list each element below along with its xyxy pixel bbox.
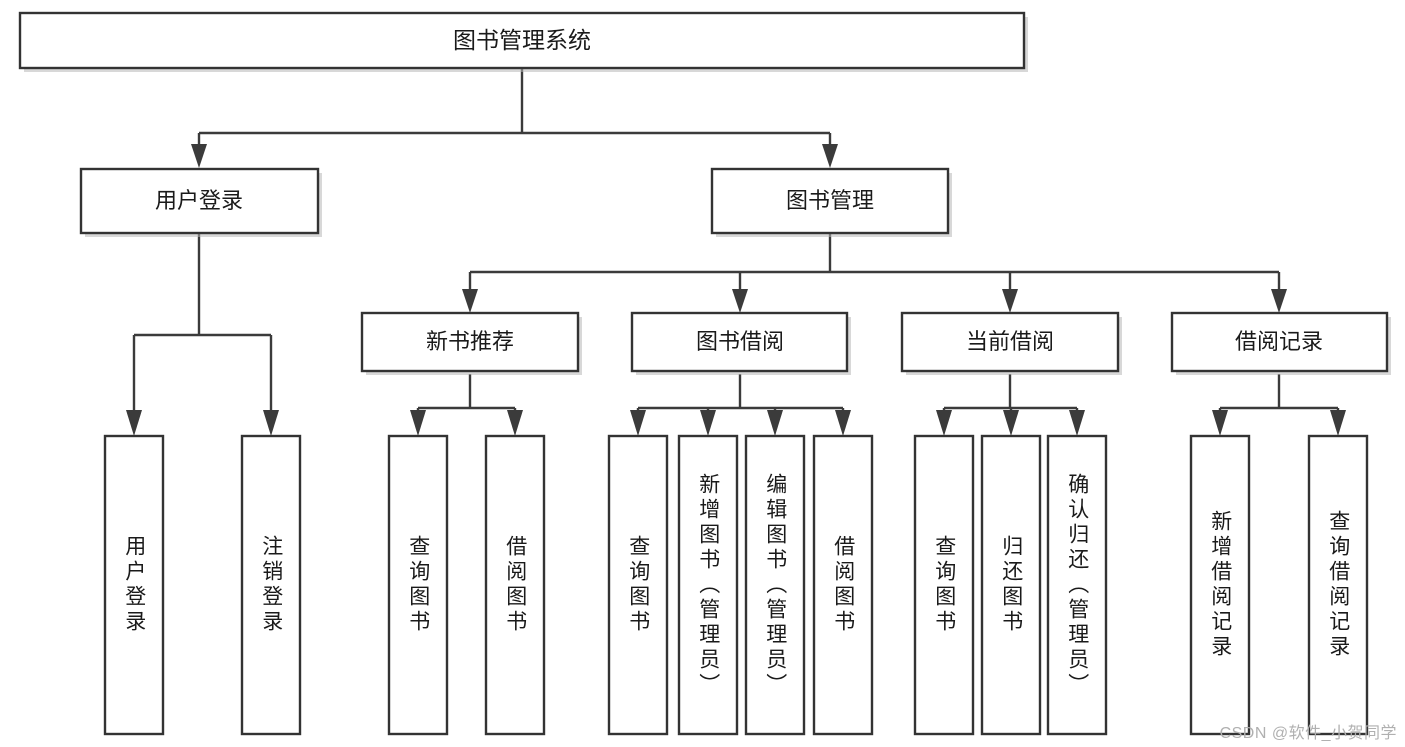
leaf-box-logout-login[interactable] [240, 434, 302, 736]
connector-group [126, 69, 1346, 436]
arrow-to-leaf-borrow-book-2 [835, 410, 851, 436]
node-book-manage-label: 图书管理 [786, 188, 874, 213]
leaf-box-borrow-book-1[interactable] [484, 434, 546, 736]
node-root-label: 图书管理系统 [453, 27, 591, 53]
leaf-box-edit-book[interactable] [744, 434, 806, 736]
leaf-boxes-group [103, 434, 1369, 736]
arrow-to-user-login [191, 144, 207, 168]
csdn-watermark: CSDN @软件_小贺同学 [1219, 725, 1397, 742]
node-user-login-label: 用户登录 [155, 188, 243, 213]
arrow-to-borrow-record [1271, 289, 1287, 313]
arrow-to-leaf-user-login [126, 410, 142, 436]
node-borrow-record-label: 借阅记录 [1235, 329, 1323, 354]
node-root[interactable]: 图书管理系统 [18, 11, 1028, 72]
arrow-to-leaf-edit-book [767, 410, 783, 436]
arrow-to-leaf-borrow-book-1 [507, 410, 523, 436]
arrow-to-leaf-add-record [1212, 410, 1228, 436]
node-book-manage[interactable]: 图书管理 [710, 167, 952, 237]
leaf-box-user-login[interactable] [103, 434, 165, 736]
node-user-login[interactable]: 用户登录 [79, 167, 322, 237]
leaf-box-confirm-return[interactable] [1046, 434, 1108, 736]
leaf-box-query-book-3[interactable] [913, 434, 975, 736]
arrow-to-leaf-query-book-2 [630, 410, 646, 436]
leaf-box-add-book[interactable] [677, 434, 739, 736]
leaf-box-query-book-2[interactable] [607, 434, 669, 736]
arrow-to-current-borrow [1002, 289, 1018, 313]
arrow-to-leaf-return-book [1003, 410, 1019, 436]
arrow-to-new-book-recommend [462, 289, 478, 313]
arrow-to-leaf-add-book [700, 410, 716, 436]
leaf-box-add-record[interactable] [1189, 434, 1251, 736]
arrow-to-leaf-query-record [1330, 410, 1346, 436]
node-borrow-record[interactable]: 借阅记录 [1170, 311, 1391, 375]
leaf-box-return-book[interactable] [980, 434, 1042, 736]
node-book-borrow[interactable]: 图书借阅 [630, 311, 851, 375]
node-current-borrow[interactable]: 当前借阅 [900, 311, 1122, 375]
leaf-box-query-book-1[interactable] [387, 434, 449, 736]
arrow-to-leaf-confirm-return [1069, 410, 1085, 436]
node-book-borrow-label: 图书借阅 [696, 329, 784, 354]
arrow-to-leaf-query-book-3 [936, 410, 952, 436]
node-new-book-recommend-label: 新书推荐 [426, 329, 514, 354]
arrow-to-book-borrow [732, 289, 748, 313]
node-new-book-recommend[interactable]: 新书推荐 [360, 311, 582, 375]
leaf-box-query-record[interactable] [1307, 434, 1369, 736]
node-current-borrow-label: 当前借阅 [966, 329, 1054, 354]
leaf-box-borrow-book-2[interactable] [812, 434, 874, 736]
arrow-to-leaf-logout-login [263, 410, 279, 436]
arrow-to-book-manage [822, 144, 838, 168]
arrow-to-leaf-query-book-1 [410, 410, 426, 436]
